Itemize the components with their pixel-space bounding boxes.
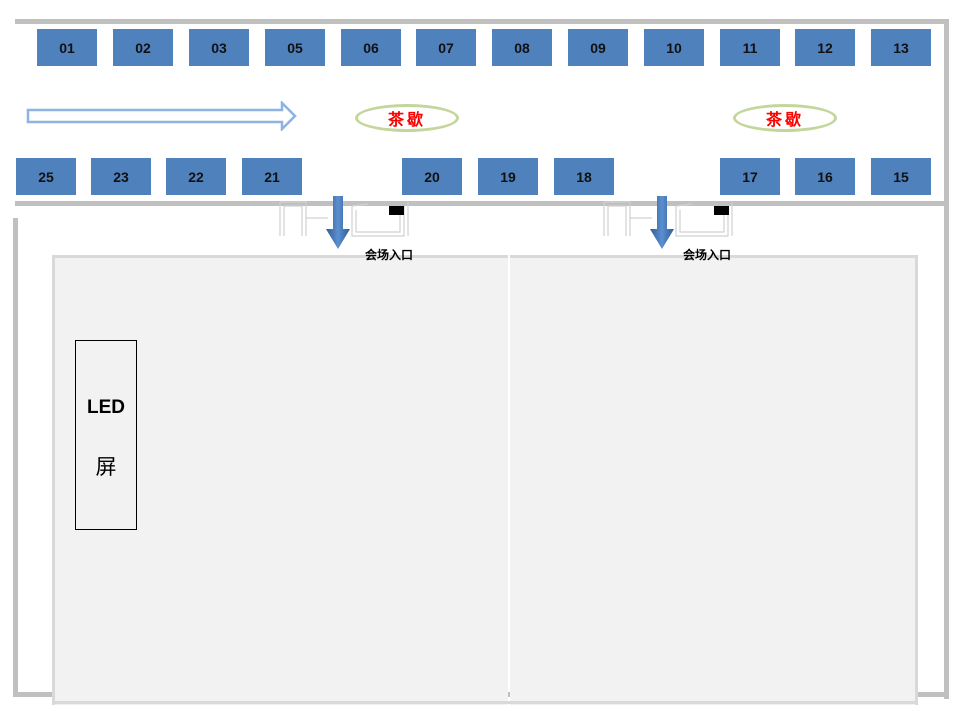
booth[interactable]: 15 <box>871 158 931 195</box>
booth-number: 25 <box>38 168 54 185</box>
booth[interactable]: 23 <box>91 158 151 195</box>
left-wall <box>13 218 18 696</box>
booth[interactable]: 21 <box>242 158 302 195</box>
entrance-label: 会场入口 <box>365 248 414 262</box>
booth-number: 22 <box>188 168 204 185</box>
door-icon <box>603 201 733 237</box>
booth-number: 12 <box>817 39 833 56</box>
down-arrow-icon[interactable] <box>325 195 351 251</box>
tea-break-area[interactable]: 茶歇 <box>355 104 459 132</box>
right-wall <box>944 19 949 699</box>
booth[interactable]: 07 <box>416 29 476 66</box>
booth-number: 20 <box>424 168 440 185</box>
booth[interactable]: 06 <box>341 29 401 66</box>
tea-break-area[interactable]: 茶歇 <box>733 104 837 132</box>
booth[interactable]: 16 <box>795 158 855 195</box>
led-screen-label: LED <box>87 397 125 418</box>
booth-number: 18 <box>576 168 592 185</box>
top-wall <box>15 19 948 24</box>
booth[interactable]: 05 <box>265 29 325 66</box>
booth-number: 16 <box>817 168 833 185</box>
led-screen-label-cn: 屏 <box>95 455 117 479</box>
booth[interactable]: 22 <box>166 158 226 195</box>
hall-bottom-border <box>52 701 918 704</box>
booth-number: 05 <box>287 39 303 56</box>
booth[interactable]: 08 <box>492 29 552 66</box>
booth-number: 13 <box>893 39 909 56</box>
entrance-label: 会场入口 <box>683 248 732 262</box>
booth[interactable]: 25 <box>16 158 76 195</box>
corridor-divider-wall <box>15 201 948 206</box>
booth[interactable]: 20 <box>402 158 462 195</box>
booth-number: 01 <box>59 39 75 56</box>
booth-number: 07 <box>438 39 454 56</box>
meeting-hall-right[interactable] <box>510 255 918 705</box>
door-icon <box>279 201 409 237</box>
booth-number: 02 <box>135 39 151 56</box>
booth[interactable]: 11 <box>720 29 780 66</box>
led-screen[interactable]: LED 屏 <box>75 340 137 530</box>
booth[interactable]: 01 <box>37 29 97 66</box>
booth[interactable]: 12 <box>795 29 855 66</box>
booth[interactable]: 09 <box>568 29 628 66</box>
booth-number: 15 <box>893 168 909 185</box>
down-arrow-icon[interactable] <box>649 195 675 251</box>
booth[interactable]: 03 <box>189 29 249 66</box>
booth-number: 09 <box>590 39 606 56</box>
tea-break-label: 茶歇 <box>765 110 804 129</box>
booth-number: 06 <box>363 39 379 56</box>
booth-number: 10 <box>666 39 682 56</box>
booth-number: 08 <box>514 39 530 56</box>
booth-number: 17 <box>742 168 758 185</box>
booth-number: 11 <box>742 39 758 56</box>
booth[interactable]: 17 <box>720 158 780 195</box>
right-arrow-icon <box>26 101 297 131</box>
tea-break-label: 茶歇 <box>387 110 426 129</box>
booth[interactable]: 13 <box>871 29 931 66</box>
booth[interactable]: 19 <box>478 158 538 195</box>
booth[interactable]: 18 <box>554 158 614 195</box>
booth-number: 03 <box>211 39 227 56</box>
booth[interactable]: 02 <box>113 29 173 66</box>
booth-number: 23 <box>113 168 129 185</box>
booth-number: 21 <box>264 168 280 185</box>
booth[interactable]: 10 <box>644 29 704 66</box>
booth-number: 19 <box>500 168 516 185</box>
